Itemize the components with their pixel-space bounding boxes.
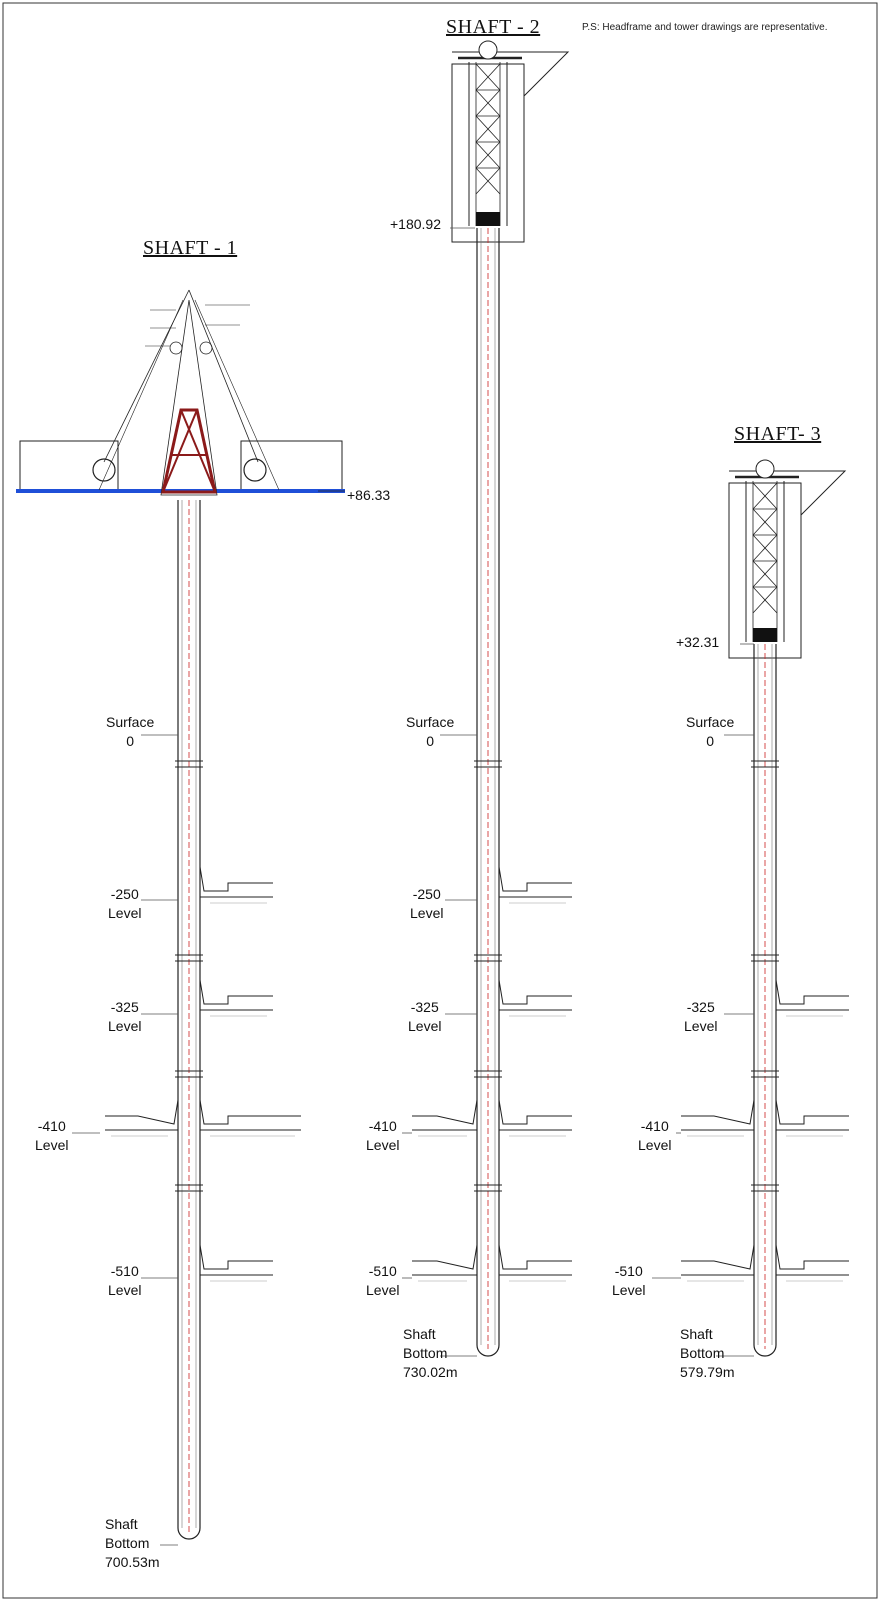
shaft-2-drawing <box>402 40 572 1357</box>
s3-tower-brace-b-4 <box>752 586 778 614</box>
shaft-2-collar-elevation: +180.92 <box>390 216 441 232</box>
s1-rope-right <box>188 289 259 463</box>
s1-sheave-right <box>199 341 213 355</box>
s3-st325-right-roof <box>775 979 849 1005</box>
s2-tower-collar-block <box>476 212 500 226</box>
shaft-3-drawing <box>652 459 849 1357</box>
s1-st410-right-roof <box>199 1099 301 1125</box>
s3-tower-sheave <box>755 459 775 479</box>
s2-tower-brace-b-3 <box>475 141 501 169</box>
s3-tower-brace-b-2 <box>752 534 778 562</box>
s1-st325-right-roof <box>199 979 273 1005</box>
shaft-3-collar-elevation: +32.31 <box>676 634 720 650</box>
s2-st250-right-roof <box>498 866 572 892</box>
s2-st410-right-roof <box>498 1099 572 1125</box>
s2-sump <box>476 1344 500 1357</box>
s3-sump <box>753 1344 777 1357</box>
s2-st510-left-roof <box>412 1244 478 1270</box>
s1-st410-left-roof <box>105 1099 179 1125</box>
s1-stay-left <box>98 299 184 491</box>
s2-tower-sheave <box>478 40 498 60</box>
s2-tower-brace-b-4 <box>475 167 501 195</box>
s1-sump <box>177 1527 201 1540</box>
shaft-1-drawing <box>16 289 345 1546</box>
s3-tower-brace-b-1 <box>752 508 778 536</box>
s2-st510-right-roof <box>498 1244 572 1270</box>
s1-st510-right-roof <box>199 1244 273 1270</box>
s2-tower-brace-b-1 <box>475 89 501 117</box>
shaft-3-title: SHAFT- 3 <box>734 423 822 445</box>
s1-sheave-left <box>169 341 183 355</box>
s3-st410-right-roof <box>775 1099 849 1125</box>
s1-winder-drum-right <box>243 458 267 482</box>
s3-st410-left-roof <box>681 1099 755 1125</box>
s3-tower-brace-b-3 <box>752 560 778 588</box>
s1-rope-cone <box>160 299 218 496</box>
s1-headframe-brace-b <box>180 409 216 493</box>
shaft-1-title: SHAFT - 1 <box>143 237 238 259</box>
s3-tower-brace-b-0 <box>752 482 778 510</box>
s1-headframe <box>161 408 217 494</box>
s2-st410-left-roof <box>412 1099 478 1125</box>
shaft-1-collar-elevation: +86.33 <box>347 487 391 503</box>
s3-st510-left-roof <box>681 1244 755 1270</box>
representative-note: P.S: Headframe and tower drawings are re… <box>582 22 828 33</box>
s3-st510-right-roof <box>775 1244 849 1270</box>
shaft-2-title: SHAFT - 2 <box>446 16 541 38</box>
s2-st325-right-roof <box>498 979 572 1005</box>
s2-tower-brace-b-0 <box>475 63 501 91</box>
s1-stay-right <box>194 299 280 491</box>
s1-winder-drum-left <box>92 458 116 482</box>
s1-st250-right-roof <box>199 866 273 892</box>
s3-tower-collar-block <box>753 628 777 642</box>
s2-tower-brace-b-2 <box>475 115 501 143</box>
s1-headframe-brace-a <box>162 409 198 493</box>
